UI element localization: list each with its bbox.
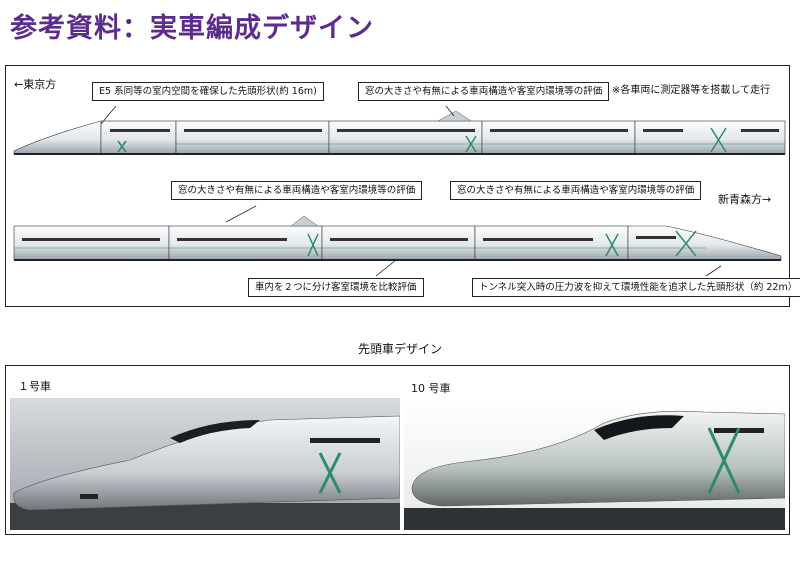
callout-window-upper: 窓の大きさや有無による車両構造や客室内環境等の評価 [358,82,610,101]
car10-photo [404,398,785,530]
car1-label: １号車 [18,380,51,393]
tokyo-direction-label: ←東京方 [14,78,57,91]
car10-label: 10 号車 [411,382,451,395]
page-title: 参考資料：実車編成デザイン [10,13,374,44]
upper-train [13,110,786,155]
callout-window-lower-right: 窓の大きさや有無による車両構造や客室内環境等の評価 [450,181,702,200]
lead-car-section-title: 先頭車デザイン [357,342,442,356]
formation-trains [13,105,786,277]
aomori-direction-label: 新青森方→ [718,193,772,206]
formation-diagram: ←東京方 ※各車両に測定器等を搭載して走行 新青森方→ [5,65,800,307]
callout-split-cabin: 車内を２つに分け客室環境を比較評価 [248,278,424,297]
callout-window-lower-left: 窓の大きさや有無による車両構造や客室内環境等の評価 [171,181,423,200]
lead-car-photos: １号車 10 号車 [5,365,790,535]
car1-photo [10,398,400,530]
callout-tunnel-nose: トンネル突入時の圧力波を抑えて環境性能を追求した先頭形状（約 22m） [472,278,800,297]
lower-train [13,215,782,261]
callout-e5-nose: E5 系同等の室内空間を確保した先頭形状(約 16m) [92,82,324,101]
measurement-note: ※各車両に測定器等を搭載して走行 [612,85,771,96]
